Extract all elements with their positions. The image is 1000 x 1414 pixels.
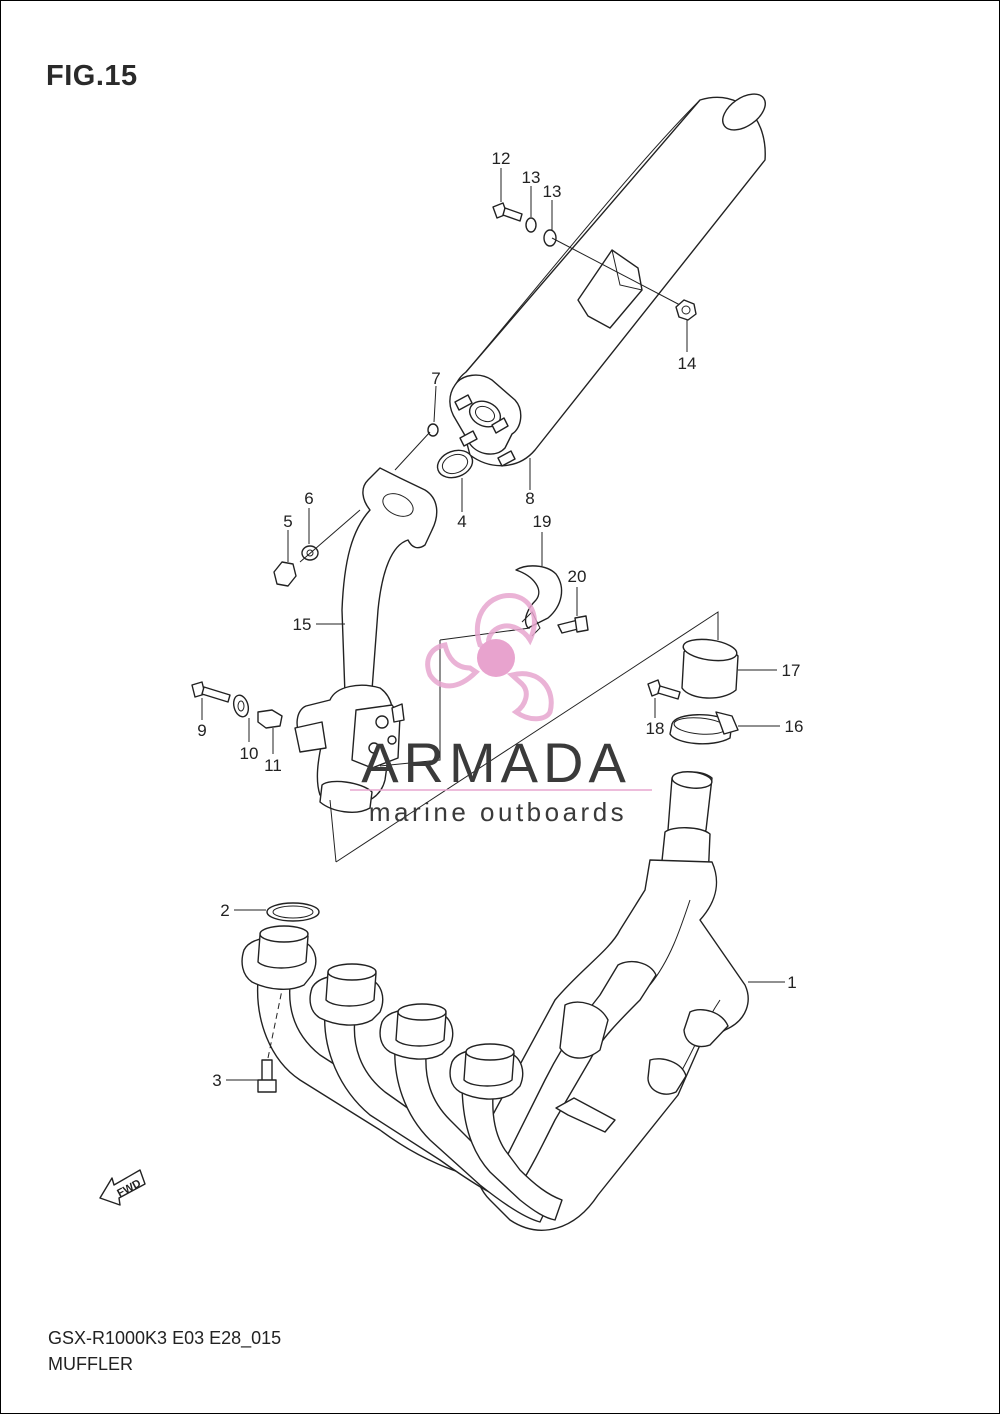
washer-7 bbox=[427, 423, 439, 437]
callout-18: 18 bbox=[646, 719, 665, 738]
figure-title: FIG.15 bbox=[46, 60, 138, 92]
callout-labels: 1 2 3 4 5 6 7 8 9 10 11 12 13 13 14 15 1… bbox=[197, 149, 803, 1090]
callout-2: 2 bbox=[220, 901, 229, 920]
callout-9: 9 bbox=[197, 721, 206, 740]
sleeve-and-clamp bbox=[647, 638, 739, 745]
fwd-arrow-icon: FWD bbox=[99, 1169, 146, 1206]
gasket-4 bbox=[436, 449, 474, 479]
callout-7: 7 bbox=[431, 369, 440, 388]
heat-shield bbox=[515, 565, 589, 637]
nut-5 bbox=[273, 561, 297, 587]
callout-17: 17 bbox=[782, 661, 801, 680]
callout-20: 20 bbox=[568, 567, 587, 586]
watermark-brand: ARMADA bbox=[361, 731, 631, 794]
callout-16: 16 bbox=[785, 717, 804, 736]
muffler-mount-hardware bbox=[492, 202, 697, 321]
callout-3: 3 bbox=[212, 1071, 221, 1090]
callout-5: 5 bbox=[283, 512, 292, 531]
callout-1: 1 bbox=[787, 973, 796, 992]
figure-name: MUFFLER bbox=[48, 1354, 133, 1374]
callout-19: 19 bbox=[533, 512, 552, 531]
callout-14: 14 bbox=[678, 354, 697, 373]
callout-15: 15 bbox=[293, 615, 312, 634]
bolt-collar-bush bbox=[191, 681, 283, 729]
stud-3 bbox=[257, 1059, 277, 1093]
callout-11: 11 bbox=[264, 756, 282, 775]
callout-8: 8 bbox=[525, 489, 534, 508]
callout-4: 4 bbox=[457, 512, 466, 531]
callout-13b: 13 bbox=[543, 182, 562, 201]
fwd-label: FWD bbox=[115, 1177, 143, 1199]
exhaust-header bbox=[241, 771, 749, 1231]
connecting-pipe bbox=[294, 467, 438, 813]
watermark-tagline: marine outboards bbox=[369, 797, 627, 827]
callout-13a: 13 bbox=[522, 168, 541, 187]
callout-12: 12 bbox=[492, 149, 511, 168]
model-code: GSX-R1000K3 E03 E28_015 bbox=[48, 1328, 282, 1348]
muffler-silencer bbox=[449, 93, 766, 467]
propeller-logo-icon bbox=[425, 593, 554, 722]
callout-10: 10 bbox=[240, 744, 259, 763]
callout-6: 6 bbox=[304, 489, 313, 508]
armada-watermark: ARMADA marine outboards bbox=[350, 593, 652, 827]
leader-lines bbox=[201, 168, 785, 1081]
